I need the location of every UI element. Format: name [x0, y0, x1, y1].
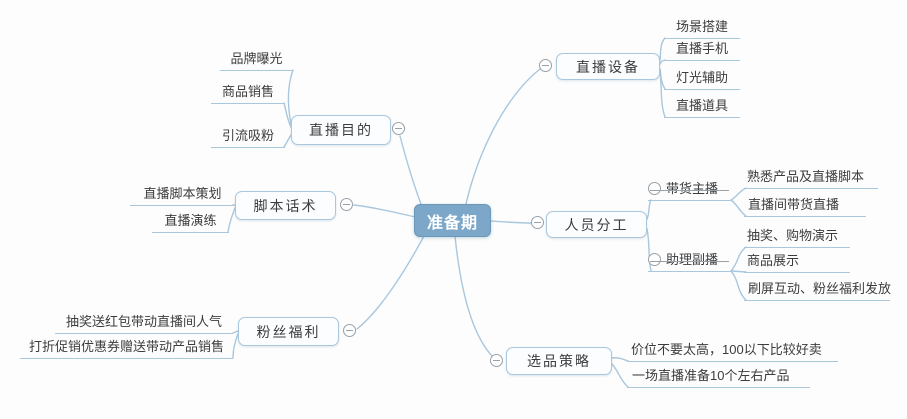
branch-product-selection[interactable]: 选品策略 [506, 347, 612, 375]
collapse-icon[interactable] [531, 216, 544, 229]
branch-script-talk[interactable]: 脚本话术 [235, 191, 336, 220]
leaf-topic[interactable]: 直播脚本策划 [130, 186, 235, 206]
collapse-icon[interactable] [648, 253, 661, 266]
leaf-topic[interactable]: 直播手机 [664, 41, 740, 61]
leaf-topic[interactable]: 灯光辅助 [664, 70, 740, 90]
leaf-topic[interactable]: 抽奖、购物演示 [744, 228, 850, 248]
collapse-icon[interactable] [392, 122, 405, 135]
leaf-topic[interactable]: 熟悉产品及直播脚本 [744, 169, 878, 189]
collapse-icon[interactable] [539, 59, 552, 72]
collapse-icon[interactable] [490, 354, 503, 367]
leaf-topic[interactable]: 一场直播准备10个左右产品 [627, 368, 810, 388]
leaf-topic[interactable]: 商品销售 [211, 84, 285, 104]
leaf-topic[interactable]: 价位不要太高，100以下比较好卖 [627, 342, 838, 362]
branch-fan-benefits[interactable]: 粉丝福利 [238, 317, 339, 346]
leaf-topic[interactable]: 打折促销优惠券赠送带动产品销售 [20, 339, 233, 359]
leaf-topic[interactable]: 直播道具 [664, 98, 740, 118]
leaf-topic[interactable]: 直播间带货直播 [744, 197, 866, 217]
collapse-icon[interactable] [343, 324, 356, 337]
root-topic[interactable]: 准备期 [414, 204, 491, 237]
leaf-topic[interactable]: 刷屏互动、粉丝福利发放 [744, 281, 891, 301]
collapse-icon[interactable] [648, 182, 661, 195]
leaf-topic[interactable]: 抽奖送红包带动直播间人气 [55, 314, 233, 334]
branch-live-purpose[interactable]: 直播目的 [291, 115, 391, 145]
subnode-assistant-anchor[interactable]: 助理副播 [648, 252, 731, 272]
subnode-label: 助理副播 [666, 252, 719, 267]
leaf-topic[interactable]: 品牌曝光 [220, 51, 293, 71]
branch-live-equipment[interactable]: 直播设备 [556, 53, 660, 80]
collapse-icon[interactable] [340, 198, 353, 211]
subnode-sales-anchor[interactable]: 带货主播 [648, 181, 731, 201]
branch-staff-division[interactable]: 人员分工 [546, 211, 647, 238]
leaf-topic[interactable]: 直播演练 [152, 213, 229, 233]
leaf-topic[interactable]: 场景搭建 [664, 19, 740, 39]
leaf-topic[interactable]: 引流吸粉 [211, 128, 285, 148]
subnode-label: 带货主播 [666, 181, 719, 196]
leaf-topic[interactable]: 商品展示 [744, 253, 850, 273]
